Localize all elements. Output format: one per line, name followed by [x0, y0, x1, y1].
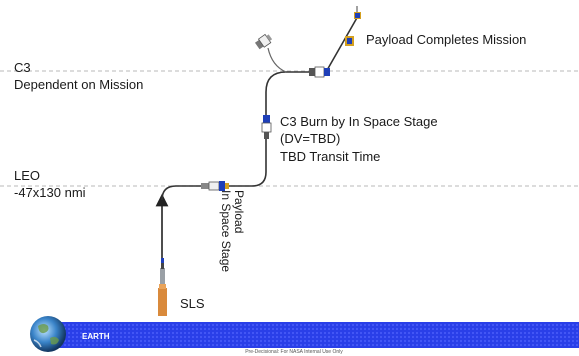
- in-space-stage-vertical-label: In Space Stage: [219, 190, 233, 272]
- c3-label: C3: [14, 60, 31, 75]
- c3-sublabel: Dependent on Mission: [14, 77, 143, 92]
- c3-burn-dv-label: (DV=TBD): [280, 131, 340, 146]
- payload-completes-label: Payload Completes Mission: [366, 32, 526, 47]
- c3-burn-stage-icon: [261, 115, 272, 139]
- earth-globe-icon: [30, 316, 66, 352]
- c3-burn-label: C3 Burn by In Space Stage: [280, 114, 438, 129]
- discarded-stage-icon: [254, 33, 273, 50]
- trajectory-path: [161, 15, 359, 201]
- leo-label: LEO: [14, 168, 40, 183]
- c3-stage-icon: [309, 66, 330, 78]
- payload-spacecraft-icon: [345, 6, 361, 46]
- sls-rocket-icon: [158, 258, 167, 316]
- leo-sublabel: -47x130 nmi: [14, 185, 86, 200]
- earth-band: [54, 322, 579, 348]
- earth-label: EARTH: [82, 332, 110, 341]
- footer-marking: Pre-Decisional: For NASA Internal Use On…: [245, 349, 343, 355]
- sls-label: SLS: [180, 296, 205, 311]
- transit-time-label: TBD Transit Time: [280, 149, 380, 164]
- payload-stage-leo-icon: [201, 181, 229, 191]
- disposal-branch: [267, 47, 287, 73]
- payload-vertical-label: Payload: [232, 190, 246, 233]
